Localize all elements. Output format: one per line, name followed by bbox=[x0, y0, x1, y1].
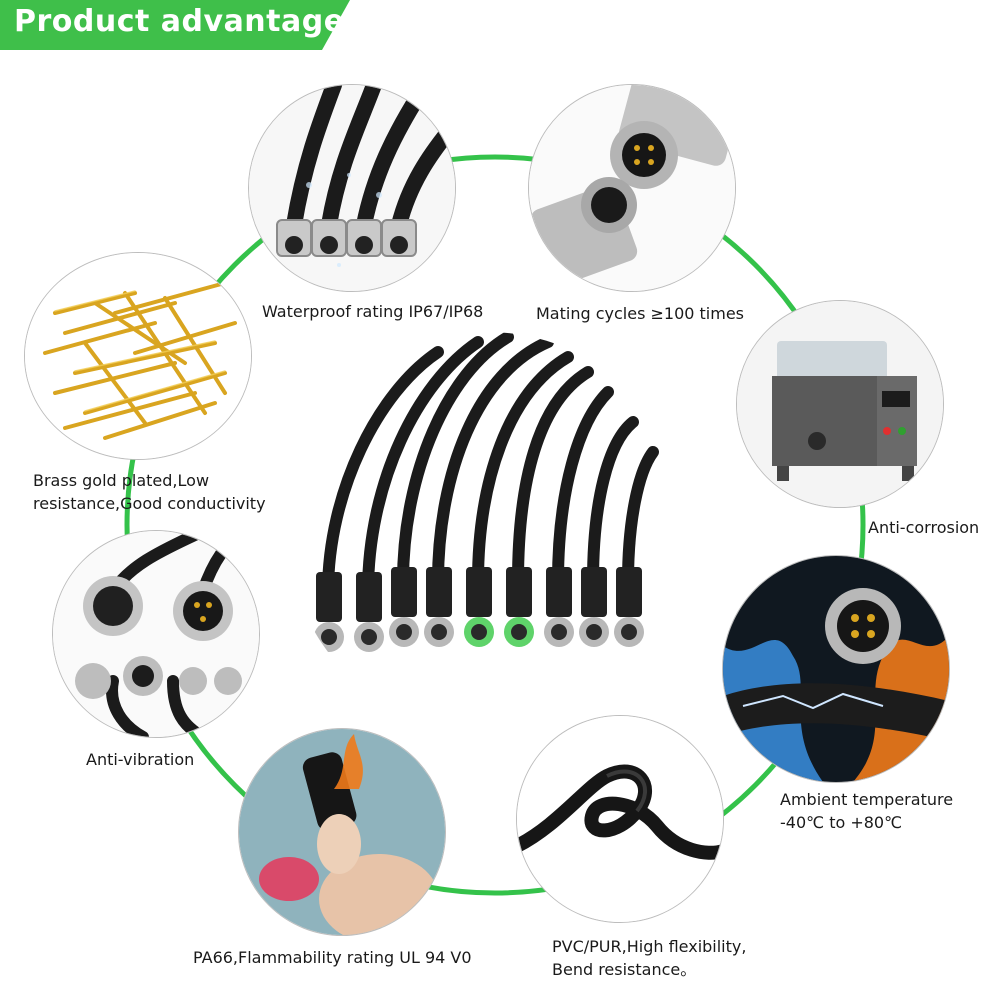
mating-label: Mating cycles ≥100 times bbox=[536, 304, 744, 323]
flexibility-label-line2: Bend resistance。 bbox=[552, 960, 697, 979]
temperature-label-line2: -40℃ to +80℃ bbox=[780, 813, 903, 832]
brass-label-line1: Brass gold plated,Low bbox=[33, 471, 210, 490]
waterproof-image bbox=[248, 84, 456, 292]
waterproof-label: Waterproof rating IP67/IP68 bbox=[262, 302, 484, 321]
flexibility-label-line1: PVC/PUR,High flexibility, bbox=[552, 937, 747, 956]
temperature-image bbox=[722, 555, 950, 783]
flammability-image bbox=[238, 728, 446, 936]
corrosion-test-image bbox=[736, 300, 944, 508]
page-title: Product advantages bbox=[14, 4, 363, 39]
temperature-label-line1: Ambient temperature bbox=[780, 790, 954, 809]
brass-label-line2: resistance,Good conductivity bbox=[33, 494, 266, 513]
mating-image bbox=[528, 84, 736, 292]
corrosion-label: Anti-corrosion bbox=[868, 518, 980, 537]
brass-pins-image bbox=[24, 252, 252, 460]
header-banner bbox=[0, 0, 350, 50]
flammability-label: PA66,Flammability rating UL 94 V0 bbox=[193, 948, 472, 967]
vibration-image bbox=[52, 530, 260, 738]
center-cable-image bbox=[288, 332, 688, 732]
vibration-label: Anti-vibration bbox=[86, 750, 195, 769]
flexibility-knot-image bbox=[516, 715, 724, 923]
